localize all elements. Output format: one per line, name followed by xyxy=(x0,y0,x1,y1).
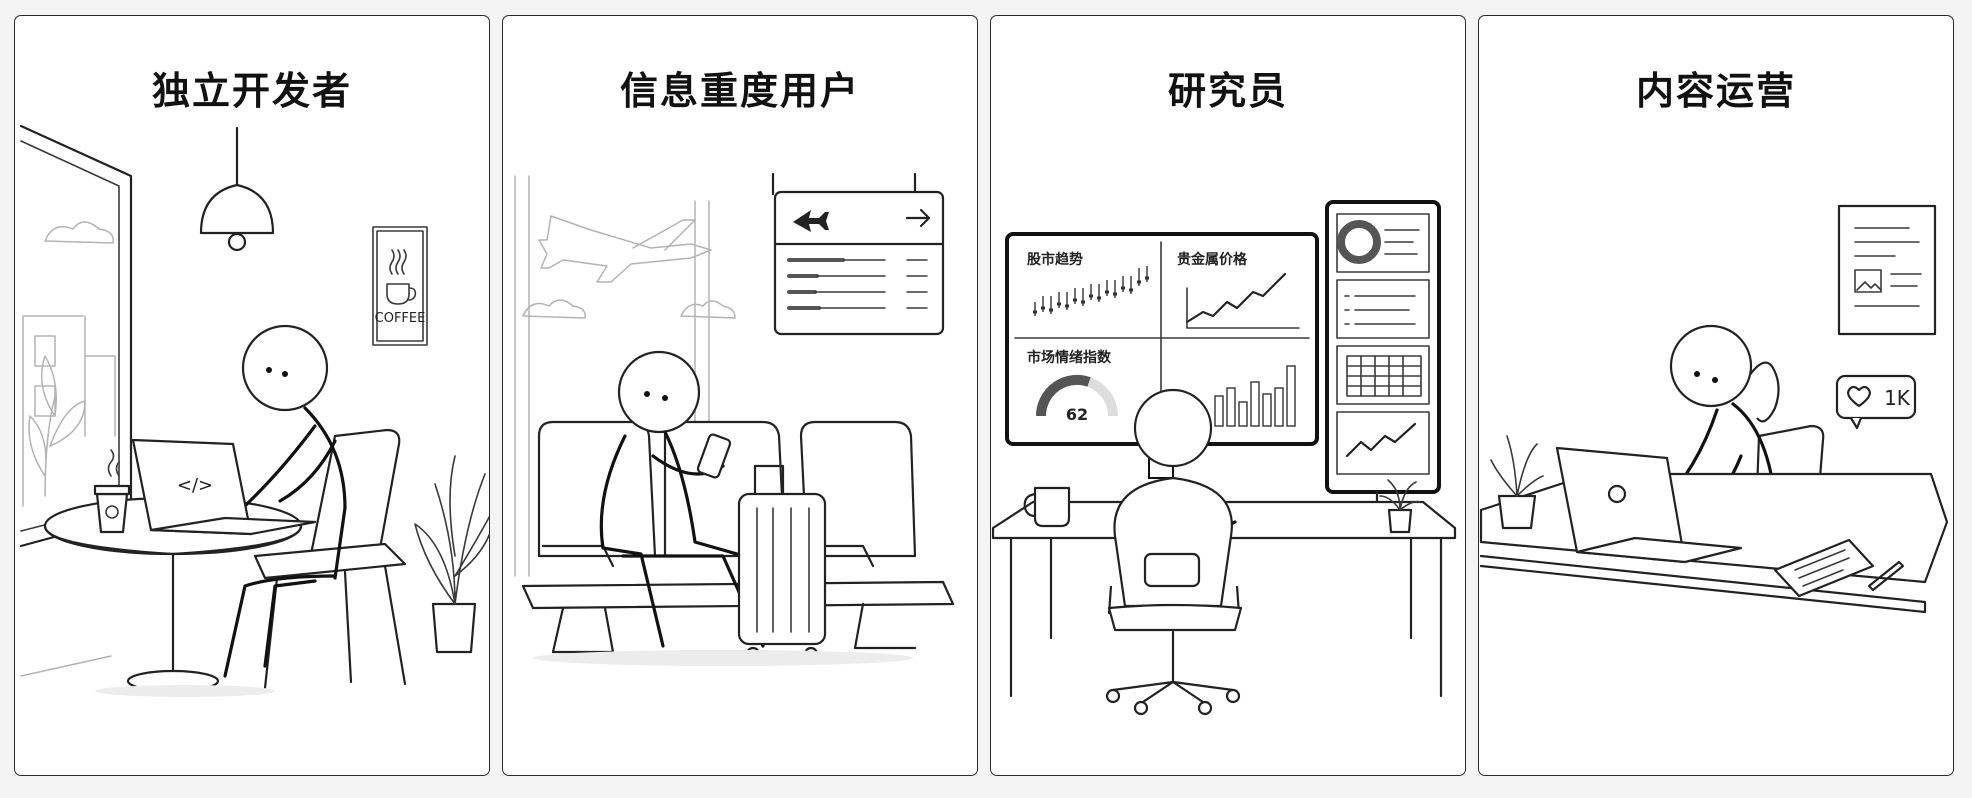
panel-title: 研究员 xyxy=(1167,69,1288,113)
image-icon xyxy=(1854,269,1882,293)
side-monitor xyxy=(1325,200,1441,506)
airplane-board-icon xyxy=(793,210,829,232)
precious-metals-label: 贵金属价格 xyxy=(1177,251,1248,268)
cafe-window xyxy=(19,124,133,548)
plant-right xyxy=(414,455,489,654)
stock-trend-label: 股市趋势 xyxy=(1027,251,1083,268)
panel-content-ops: 1K xyxy=(1478,15,1954,776)
article-card xyxy=(1837,204,1937,336)
likes-count: 1K xyxy=(1884,386,1911,410)
panel-indie-developer: COFFEE xyxy=(14,15,490,776)
panel-researcher: 股市趋势 贵金属价格 市场情绪指数 62 xyxy=(990,15,1466,776)
indie-developer-figure xyxy=(223,324,347,678)
desk-plant xyxy=(1490,435,1544,530)
panel-title: 内容运营 xyxy=(1635,69,1796,113)
plant-left xyxy=(28,355,86,497)
departure-board xyxy=(771,172,945,336)
scene-content-ops: 1K xyxy=(1479,204,1949,614)
panel-heavy-info-user: 信息重度用户 xyxy=(502,15,978,776)
content-operator-figure xyxy=(1655,324,1780,528)
coffee-cup-icon xyxy=(386,249,417,305)
sentiment-index-label: 市场情绪指数 xyxy=(1027,349,1112,366)
coffee-sign: COFFEE xyxy=(372,226,428,346)
candlestick-chart xyxy=(1033,266,1149,316)
scene-indie-developer: COFFEE xyxy=(19,124,489,697)
researcher-figure xyxy=(1105,388,1243,716)
laptop xyxy=(1555,446,1743,564)
heart-icon xyxy=(1847,385,1871,408)
panel-title: 独立开发者 xyxy=(151,69,352,113)
pen-icon xyxy=(1867,560,1905,592)
notebook xyxy=(1773,538,1905,598)
airplane-icon xyxy=(538,215,712,283)
traveler-figure xyxy=(599,350,767,648)
scene-researcher: 股市趋势 贵金属价格 市场情绪指数 62 xyxy=(991,200,1457,716)
laptop: </> xyxy=(131,438,317,536)
sentiment-value: 62 xyxy=(1066,405,1088,424)
desk-plant xyxy=(1379,479,1421,534)
scene-airport xyxy=(514,172,955,666)
coffee-cup-icon xyxy=(93,449,131,534)
desk xyxy=(1479,472,1949,614)
panel-title: 信息重度用户 xyxy=(619,69,860,113)
gauge-icon: 62 xyxy=(1035,375,1118,424)
code-icon: </> xyxy=(177,475,213,496)
like-bubble: 1K xyxy=(1835,374,1917,430)
bar-chart xyxy=(1214,365,1296,427)
mug xyxy=(1023,486,1071,528)
cafe-chair xyxy=(253,428,407,690)
lamp-icon xyxy=(199,126,275,252)
precious-metals-line xyxy=(1185,272,1287,324)
suitcase xyxy=(737,464,827,662)
coffee-sign-text: COFFEE xyxy=(375,311,426,326)
arrow-right-icon xyxy=(905,208,931,228)
